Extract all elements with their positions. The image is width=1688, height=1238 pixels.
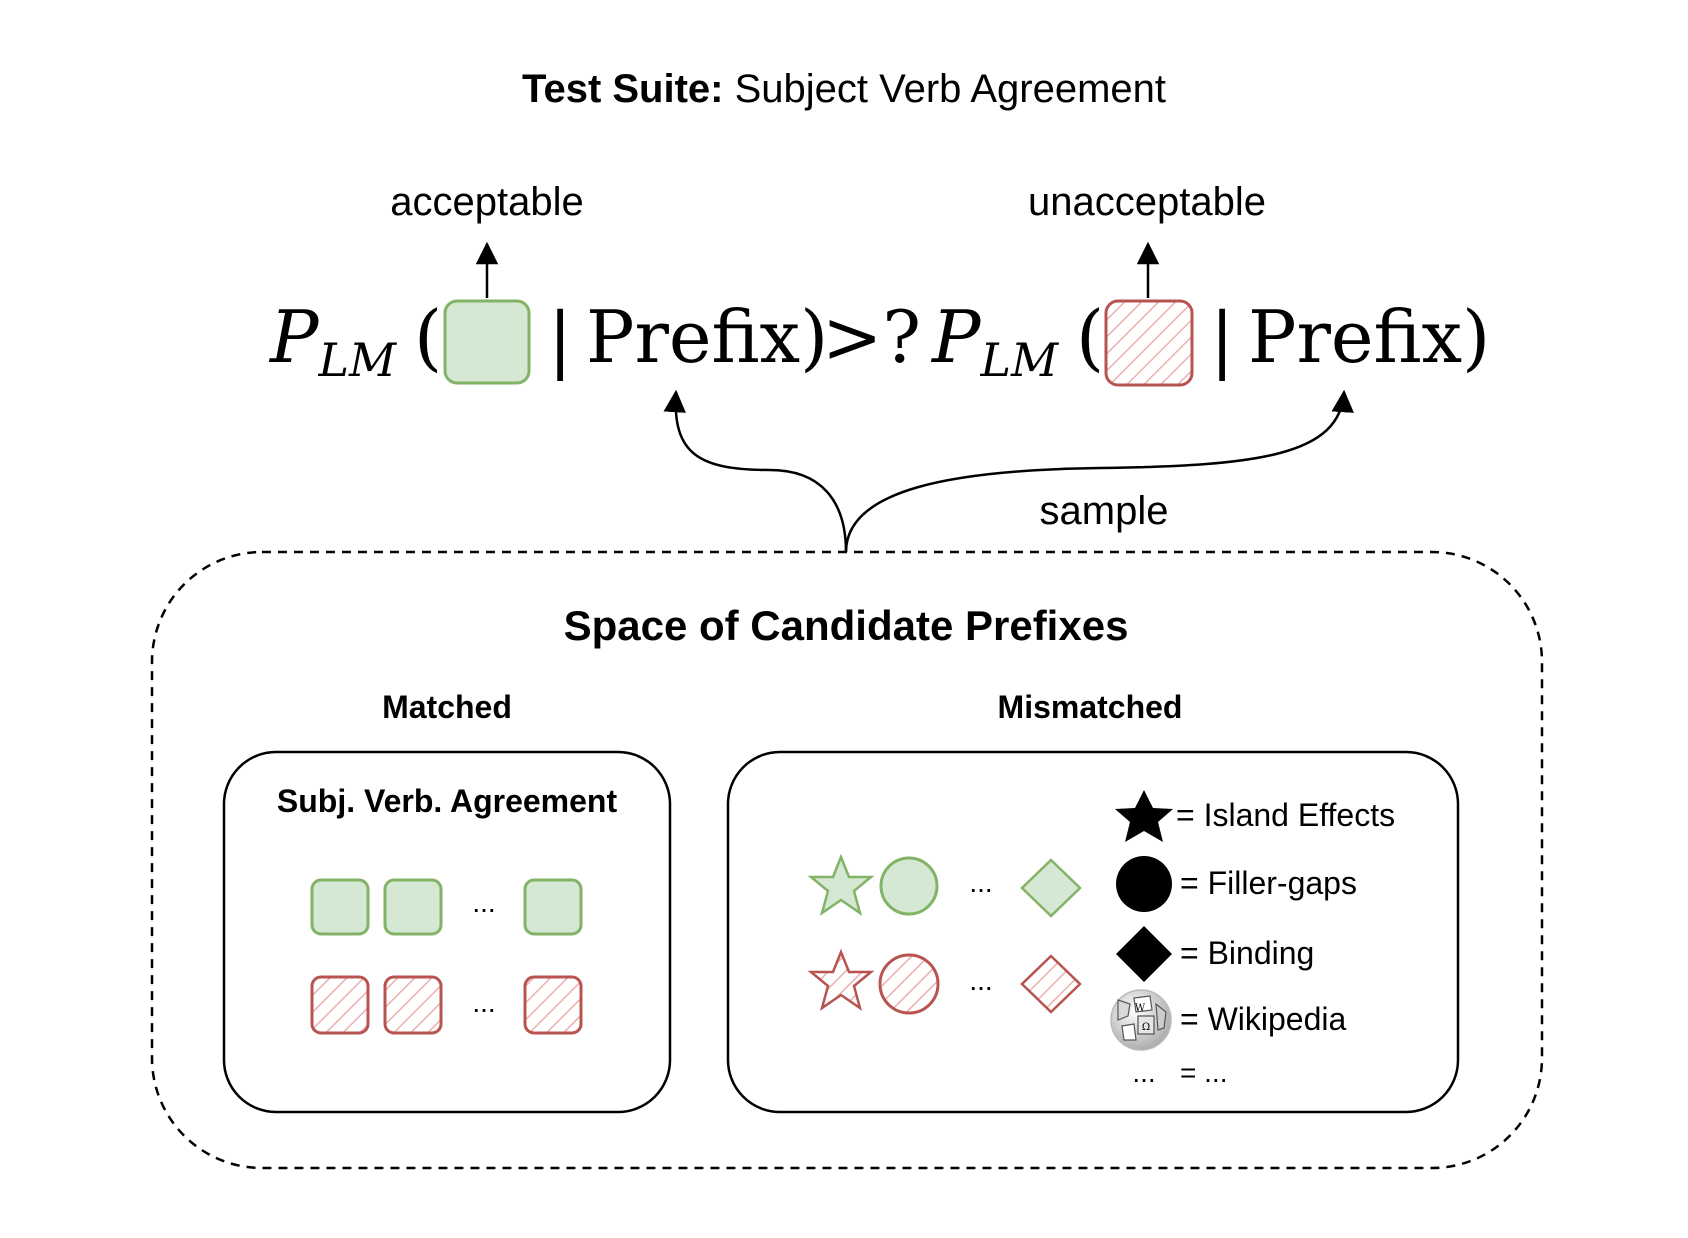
acceptable-token-box <box>443 299 531 385</box>
mismatched-ellipsis-green: ... <box>969 867 992 898</box>
formula-left-p: PLM <box>268 295 398 387</box>
candidate-prefixes-region <box>150 550 1544 1170</box>
legend-wikipedia: = Wikipedia <box>1180 1001 1347 1037</box>
left-close-paren: ) <box>800 295 828 379</box>
red-token-3 <box>523 975 583 1035</box>
mismatched-ellipsis-red: ... <box>969 965 992 996</box>
candidate-prefixes-title: Space of Candidate Prefixes <box>564 602 1129 649</box>
mismatched-label: Mismatched <box>998 689 1183 725</box>
legend-more: = ... <box>1180 1057 1227 1088</box>
green-token-3 <box>523 878 583 936</box>
matched-box <box>222 750 672 1114</box>
right-close-paren: ) <box>1462 295 1490 379</box>
left-bar: | <box>548 297 572 381</box>
wikipedia-globe-icon: W Ω <box>1110 989 1172 1051</box>
legend-star-icon <box>1115 790 1173 842</box>
mismatched-box <box>726 750 1460 1114</box>
green-diamond-icon <box>1020 858 1082 918</box>
left-prefix-word: Prefix <box>586 295 800 379</box>
red-token-2 <box>383 975 443 1035</box>
p-symbol-right: P <box>930 295 982 379</box>
red-star-icon <box>807 948 875 1011</box>
unacceptable-token-box <box>1104 299 1194 387</box>
green-token-1 <box>310 878 370 936</box>
legend-more-ellipsis: ... <box>1132 1057 1155 1088</box>
right-prefix: Prefix) <box>1248 295 1490 379</box>
title-bold: Test Suite: <box>522 67 724 111</box>
legend-circle-icon <box>1116 856 1172 912</box>
red-token-1 <box>310 975 370 1035</box>
page-title: Test Suite: Subject Verb Agreement <box>522 67 1166 111</box>
legend-filler-gaps: = Filler-gaps <box>1180 865 1357 901</box>
sample-arrow-right <box>844 389 1354 553</box>
lm-subscript: LM <box>317 333 398 387</box>
svg-text:Ω: Ω <box>1142 1022 1150 1033</box>
p-symbol: P <box>268 295 320 379</box>
red-diamond-icon <box>1020 954 1082 1014</box>
right-open-paren: ( <box>1076 295 1104 379</box>
formula-right-p: PLM <box>930 295 1060 387</box>
matched-ellipsis-red: ... <box>472 987 495 1018</box>
green-token-2 <box>383 878 443 936</box>
acceptable-label: acceptable <box>390 180 583 224</box>
lm-subscript-right: LM <box>979 333 1060 387</box>
matched-label: Matched <box>382 689 512 725</box>
red-circle-icon <box>878 953 940 1015</box>
right-bar: | <box>1210 297 1234 381</box>
svg-text:W: W <box>1135 1003 1146 1014</box>
legend-diamond-icon <box>1116 926 1172 982</box>
right-prefix-word: Prefix <box>1248 295 1462 379</box>
legend-binding: = Binding <box>1180 935 1314 971</box>
unacceptable-label: unacceptable <box>1028 180 1266 224</box>
legend-island-effects: = Island Effects <box>1176 797 1395 833</box>
green-circle-icon <box>879 856 939 916</box>
left-open-paren: ( <box>414 295 442 379</box>
sample-arrow-left <box>663 389 848 553</box>
sample-label: sample <box>1040 489 1169 533</box>
matched-box-title: Subj. Verb. Agreement <box>277 783 618 819</box>
comparison-symbol: >? <box>822 295 921 379</box>
left-prefix: Prefix) <box>586 295 828 379</box>
matched-ellipsis-green: ... <box>472 887 495 918</box>
title-rest: Subject Verb Agreement <box>724 67 1167 111</box>
green-star-icon <box>807 853 875 916</box>
